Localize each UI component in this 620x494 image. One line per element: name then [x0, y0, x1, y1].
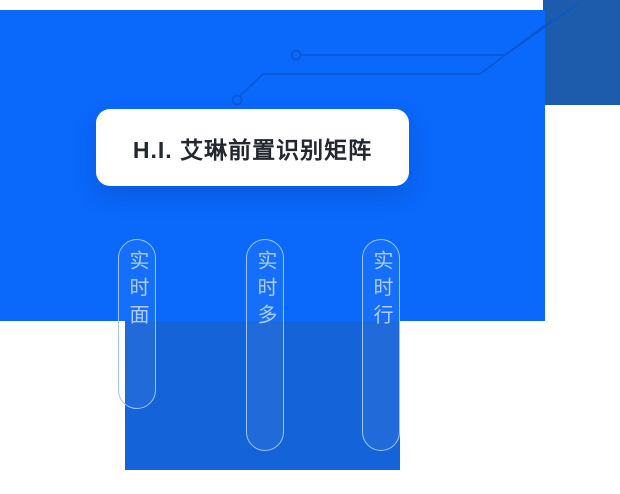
feature-pill-3-label: 实时行: [370, 250, 392, 331]
corner-accent-panel: [543, 0, 620, 105]
title-card-text: H.I. 艾琳前置识别矩阵: [132, 136, 373, 163]
feature-pill-1-label: 实时面: [126, 250, 148, 331]
feature-pill-2: 实时多: [246, 239, 284, 451]
title-card: H.I. 艾琳前置识别矩阵: [96, 109, 409, 186]
feature-pill-3: 实时行: [362, 239, 400, 451]
feature-pill-2-label: 实时多: [254, 250, 276, 331]
feature-pill-1: 实时面: [118, 239, 156, 409]
